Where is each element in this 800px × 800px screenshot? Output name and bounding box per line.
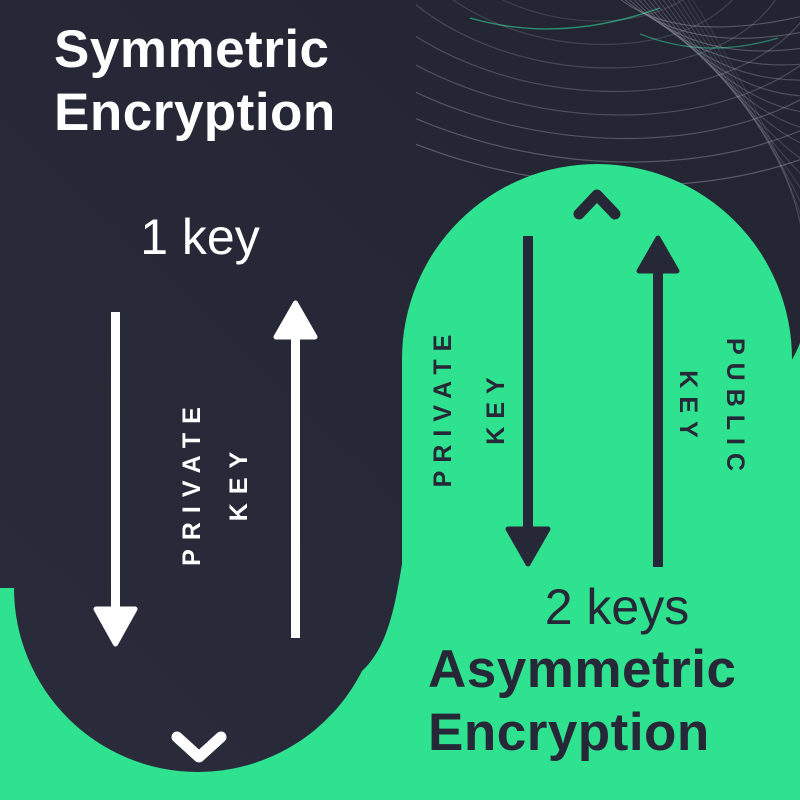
asymmetric-title-line2: Encryption	[428, 703, 710, 762]
asymmetric-down-arrow-icon	[505, 236, 551, 567]
wave-arc	[416, 0, 800, 140]
symmetric-private-key-label-line1: PRIVATE	[178, 398, 206, 566]
wave-accent-line	[639, 33, 779, 49]
chevron-up-icon	[573, 189, 621, 220]
asymmetric-public-key-label-line1: PUBLIC	[721, 338, 749, 480]
wave-arc	[416, 0, 757, 46]
wave-arc	[416, 0, 800, 163]
symmetric-title: Symmetric Encryption	[54, 18, 336, 144]
wave-accent-line	[469, 7, 661, 30]
wave-line	[692, 0, 800, 227]
wave-arc	[416, 0, 793, 69]
chevron-down-icon	[171, 731, 227, 763]
asymmetric-public-key-label: PUBLIC KEY	[664, 338, 758, 480]
wave-arc	[416, 0, 800, 93]
asymmetric-up-arrow-icon	[636, 235, 680, 567]
wave-line	[662, 0, 800, 159]
asymmetric-title-line1: Asymmetric	[428, 640, 737, 699]
symmetric-title-line2: Encryption	[54, 83, 336, 142]
symmetric-up-arrow-icon	[273, 300, 318, 638]
asymmetric-private-key-label-line1: PRIVATE	[429, 326, 457, 488]
wave-arc	[428, 0, 722, 22]
symmetric-key-count: 1 key	[140, 209, 260, 265]
wave-line	[682, 0, 800, 216]
wave-line	[667, 0, 800, 174]
wave-line	[633, 0, 800, 66]
asymmetric-key-count: 2 keys	[544, 579, 690, 635]
wave-line	[672, 0, 800, 189]
wave-line	[677, 0, 800, 203]
wave-line	[629, 0, 800, 52]
wave-line	[620, 0, 800, 28]
asymmetric-private-key-label: PRIVATE KEY	[417, 322, 523, 492]
symmetric-private-key-label: PRIVATE KEY	[169, 397, 263, 567]
wave-line	[652, 0, 800, 128]
wave-line	[643, 0, 800, 97]
asymmetric-capsule	[402, 164, 792, 800]
asymmetric-private-key-label-line2: KEY	[482, 369, 510, 445]
wave-line	[624, 0, 800, 39]
wave-arc	[416, 0, 800, 116]
wave-line	[657, 0, 800, 144]
asymmetric-title: Asymmetric Encryption	[428, 638, 736, 764]
wave-line	[638, 0, 800, 81]
symmetric-title-line1: Symmetric	[54, 20, 330, 79]
wave-line	[648, 0, 800, 112]
symmetric-down-arrow-icon	[93, 312, 138, 647]
symmetric-private-key-label-line2: KEY	[225, 442, 253, 522]
asymmetric-public-key-label-line2: KEY	[674, 370, 702, 446]
